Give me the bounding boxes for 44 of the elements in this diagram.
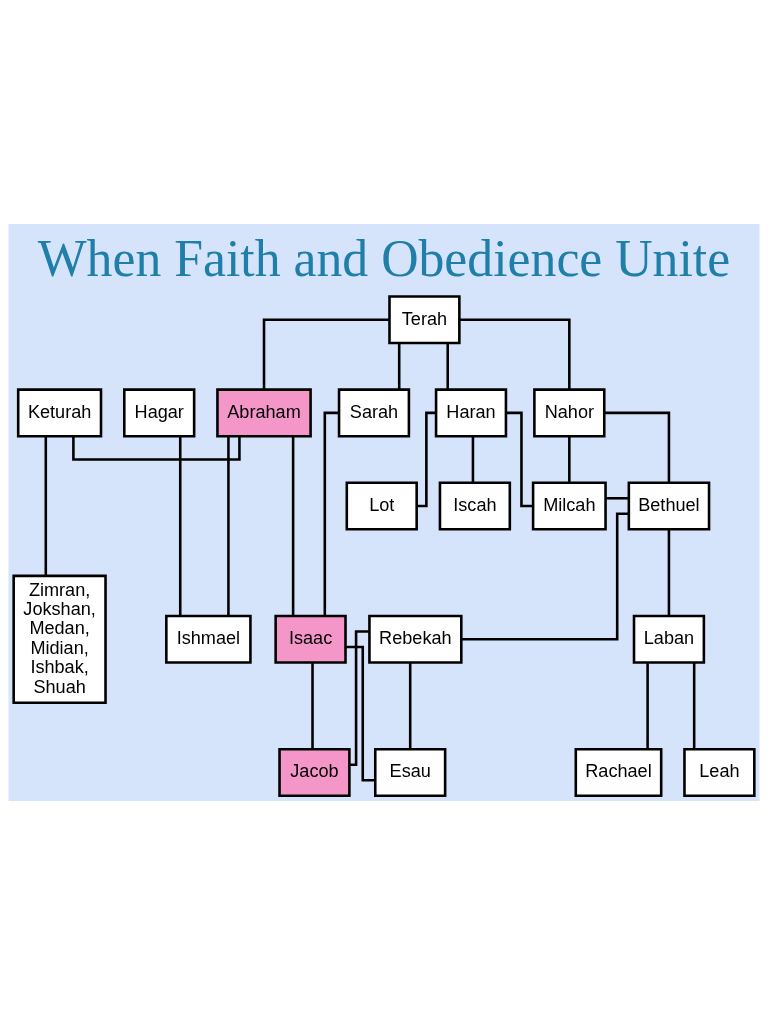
node-box: Zimran, Jokshan, Medan, Midian, Ishbak, Shuah — [12, 574, 107, 704]
node-box: Hagar — [123, 387, 196, 437]
connector — [311, 662, 314, 749]
connector — [227, 435, 230, 616]
connector — [667, 529, 671, 616]
node-box: Sarah — [337, 387, 411, 437]
node-box: Isaac — [274, 614, 347, 664]
node-box: Iscah — [438, 480, 512, 531]
connector — [459, 317, 571, 389]
connector — [44, 435, 48, 576]
node-box: Ishmael — [165, 614, 252, 664]
connector — [692, 662, 696, 749]
node-box: Abraham — [216, 387, 312, 437]
node-box: Lot — [345, 480, 418, 531]
connector — [349, 629, 370, 766]
connector — [72, 436, 241, 461]
connector — [446, 342, 449, 389]
node-box: Esau — [373, 747, 447, 797]
connector — [291, 435, 295, 616]
connector — [345, 645, 376, 782]
connector — [604, 411, 671, 482]
node-box: Nahor — [533, 387, 606, 437]
node-box: Jacob — [278, 747, 351, 797]
node-box: Haran — [434, 387, 508, 437]
connector — [397, 342, 401, 389]
node-box: Bethuel — [627, 480, 711, 531]
connector — [471, 435, 475, 482]
connector — [568, 435, 571, 482]
diagram-title: When Faith and Obedience Unite — [37, 229, 731, 287]
connector — [408, 662, 412, 749]
node-box: Rachael — [574, 747, 663, 797]
connector — [605, 496, 629, 500]
node-box: Keturah — [16, 387, 103, 437]
node-box: Terah — [388, 294, 461, 344]
node-box: Laban — [632, 614, 706, 664]
node-box: Milcah — [531, 480, 607, 531]
node-box: Rebekah — [368, 614, 463, 664]
connector — [416, 411, 436, 507]
connector — [461, 512, 629, 641]
connector — [178, 435, 182, 616]
connector — [323, 411, 339, 616]
node-box: Leah — [683, 747, 756, 797]
connector — [646, 662, 649, 749]
connector — [262, 317, 390, 389]
